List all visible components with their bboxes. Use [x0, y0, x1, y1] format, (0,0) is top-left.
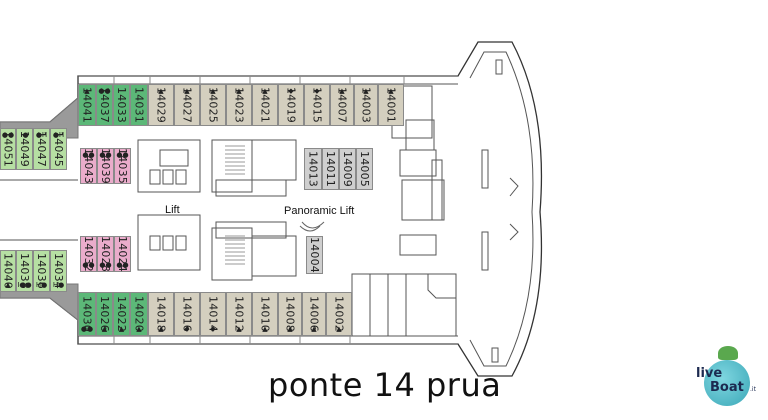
cabin[interactable]: ▲14025: [200, 84, 226, 126]
cabin-number: 14021: [258, 87, 272, 123]
cabin-number: 14040: [1, 253, 15, 289]
cabin-number: 14031: [132, 87, 146, 123]
cabin-number: 14011: [324, 151, 337, 187]
cabin[interactable]: 14040▲: [0, 250, 16, 292]
tree-icon: [718, 346, 738, 360]
lift-label: Lift: [165, 204, 180, 216]
cabin-number: 14024: [116, 236, 129, 272]
cabin-number: 14045: [52, 131, 65, 167]
cabin-number: 14020: [132, 296, 146, 332]
cabin-number: 14022: [115, 296, 128, 332]
cabin[interactable]: ▲ 14041: [78, 84, 96, 126]
cabin[interactable]: 14006▲: [302, 292, 326, 336]
cabin-number: 14015: [310, 87, 324, 123]
cabin[interactable]: ●●14035: [114, 148, 131, 184]
cabin-number: 14039: [99, 148, 112, 184]
cabin[interactable]: 14012▲: [226, 292, 252, 336]
cabin[interactable]: 14002▲: [326, 292, 352, 336]
cabin-number: 14028: [99, 236, 112, 272]
cabin-number: 14012: [232, 296, 246, 332]
cabin[interactable]: 14031: [130, 84, 148, 126]
cabin[interactable]: ▲14027: [174, 84, 200, 126]
globe-icon: [704, 360, 750, 406]
cabin-number: 14018: [154, 296, 168, 332]
liveboat-logo: live Boat .it: [694, 346, 760, 412]
cabin-number: 14036: [35, 253, 48, 289]
cabin-number: 14004: [308, 237, 321, 273]
cabin-number: 14001: [384, 87, 398, 123]
cabin[interactable]: ▲14007: [330, 84, 354, 126]
cabin[interactable]: 14013: [304, 148, 322, 190]
cabin[interactable]: ▲14001: [378, 84, 404, 126]
cabin-number: 14030: [80, 296, 94, 332]
cabin-number: 14032: [82, 236, 95, 272]
cabin-number: 14038: [18, 253, 31, 289]
cabin-number: 14029: [154, 87, 168, 123]
deck-title: ponte 14 prua: [268, 366, 502, 404]
cabin[interactable]: 14033: [113, 84, 130, 126]
cabin[interactable]: 14004: [306, 236, 323, 274]
cabin[interactable]: 14026▲: [96, 292, 113, 336]
cabin-number: 14037: [98, 87, 111, 123]
cabin[interactable]: 14011: [322, 148, 339, 190]
cabin[interactable]: ●● 14037: [96, 84, 113, 126]
cabin[interactable]: 14009: [339, 148, 356, 190]
cabin-number: 14049: [18, 131, 31, 167]
cabin[interactable]: ▲14029: [148, 84, 174, 126]
cabin-number: 14002: [332, 296, 346, 332]
cabin[interactable]: ●●14051: [0, 128, 16, 170]
cabin[interactable]: ▲14021: [252, 84, 278, 126]
cabin-number: 14035: [116, 148, 129, 184]
cabin-number: 14003: [359, 87, 373, 123]
cabin[interactable]: 14032●●: [80, 236, 97, 272]
cabin[interactable]: 14016◆: [174, 292, 200, 336]
cabin[interactable]: ●●14043: [80, 148, 97, 184]
cabin-number: 14013: [306, 151, 320, 187]
cabin-number: 14027: [180, 87, 194, 123]
cabin-number: 14006: [307, 296, 321, 332]
cabin-number: 14019: [284, 87, 298, 123]
cabin-number: 14034: [52, 253, 65, 289]
cabin-number: 14047: [35, 131, 48, 167]
cabin[interactable]: I●14049: [16, 128, 33, 170]
cabin[interactable]: 14008▲: [278, 292, 302, 336]
cabin-number: 14010: [258, 296, 272, 332]
cabin[interactable]: 14005: [356, 148, 373, 190]
cabin-number: 14026: [98, 296, 111, 332]
cabin[interactable]: ●●14039: [97, 148, 114, 184]
cabin-number: 14025: [206, 87, 220, 123]
cabin[interactable]: 14014◆: [200, 292, 226, 336]
cabin-number: 14005: [358, 151, 371, 187]
cabin[interactable]: ◆14015: [304, 84, 330, 126]
cabin[interactable]: 14010▲: [252, 292, 278, 336]
cabin[interactable]: 14020▲: [130, 292, 148, 336]
cabin-number: 14043: [82, 148, 95, 184]
panoramic-lift-label: Panoramic Lift: [284, 205, 355, 217]
cabin[interactable]: 14022▲: [113, 292, 130, 336]
cabin[interactable]: 14030●●: [78, 292, 96, 336]
cabin-number: 14014: [206, 296, 220, 332]
cabin-number: 14008: [283, 296, 297, 332]
cabin-number: 14007: [335, 87, 349, 123]
cabin[interactable]: ◆14019: [278, 84, 304, 126]
cabin-number: 14033: [115, 87, 128, 123]
cabin[interactable]: 14024●●: [114, 236, 131, 272]
cabin[interactable]: ▲14003: [354, 84, 378, 126]
cabin[interactable]: ▲14023: [226, 84, 252, 126]
cabin-number: 14051: [1, 131, 15, 167]
cabin-number: 14009: [341, 151, 354, 187]
cabin[interactable]: 14028●●: [97, 236, 114, 272]
cabin[interactable]: 14018▲: [148, 292, 174, 336]
cabin-number: 14023: [232, 87, 246, 123]
cabin-number: 14016: [180, 296, 194, 332]
cabin-number: 14041: [80, 87, 94, 123]
